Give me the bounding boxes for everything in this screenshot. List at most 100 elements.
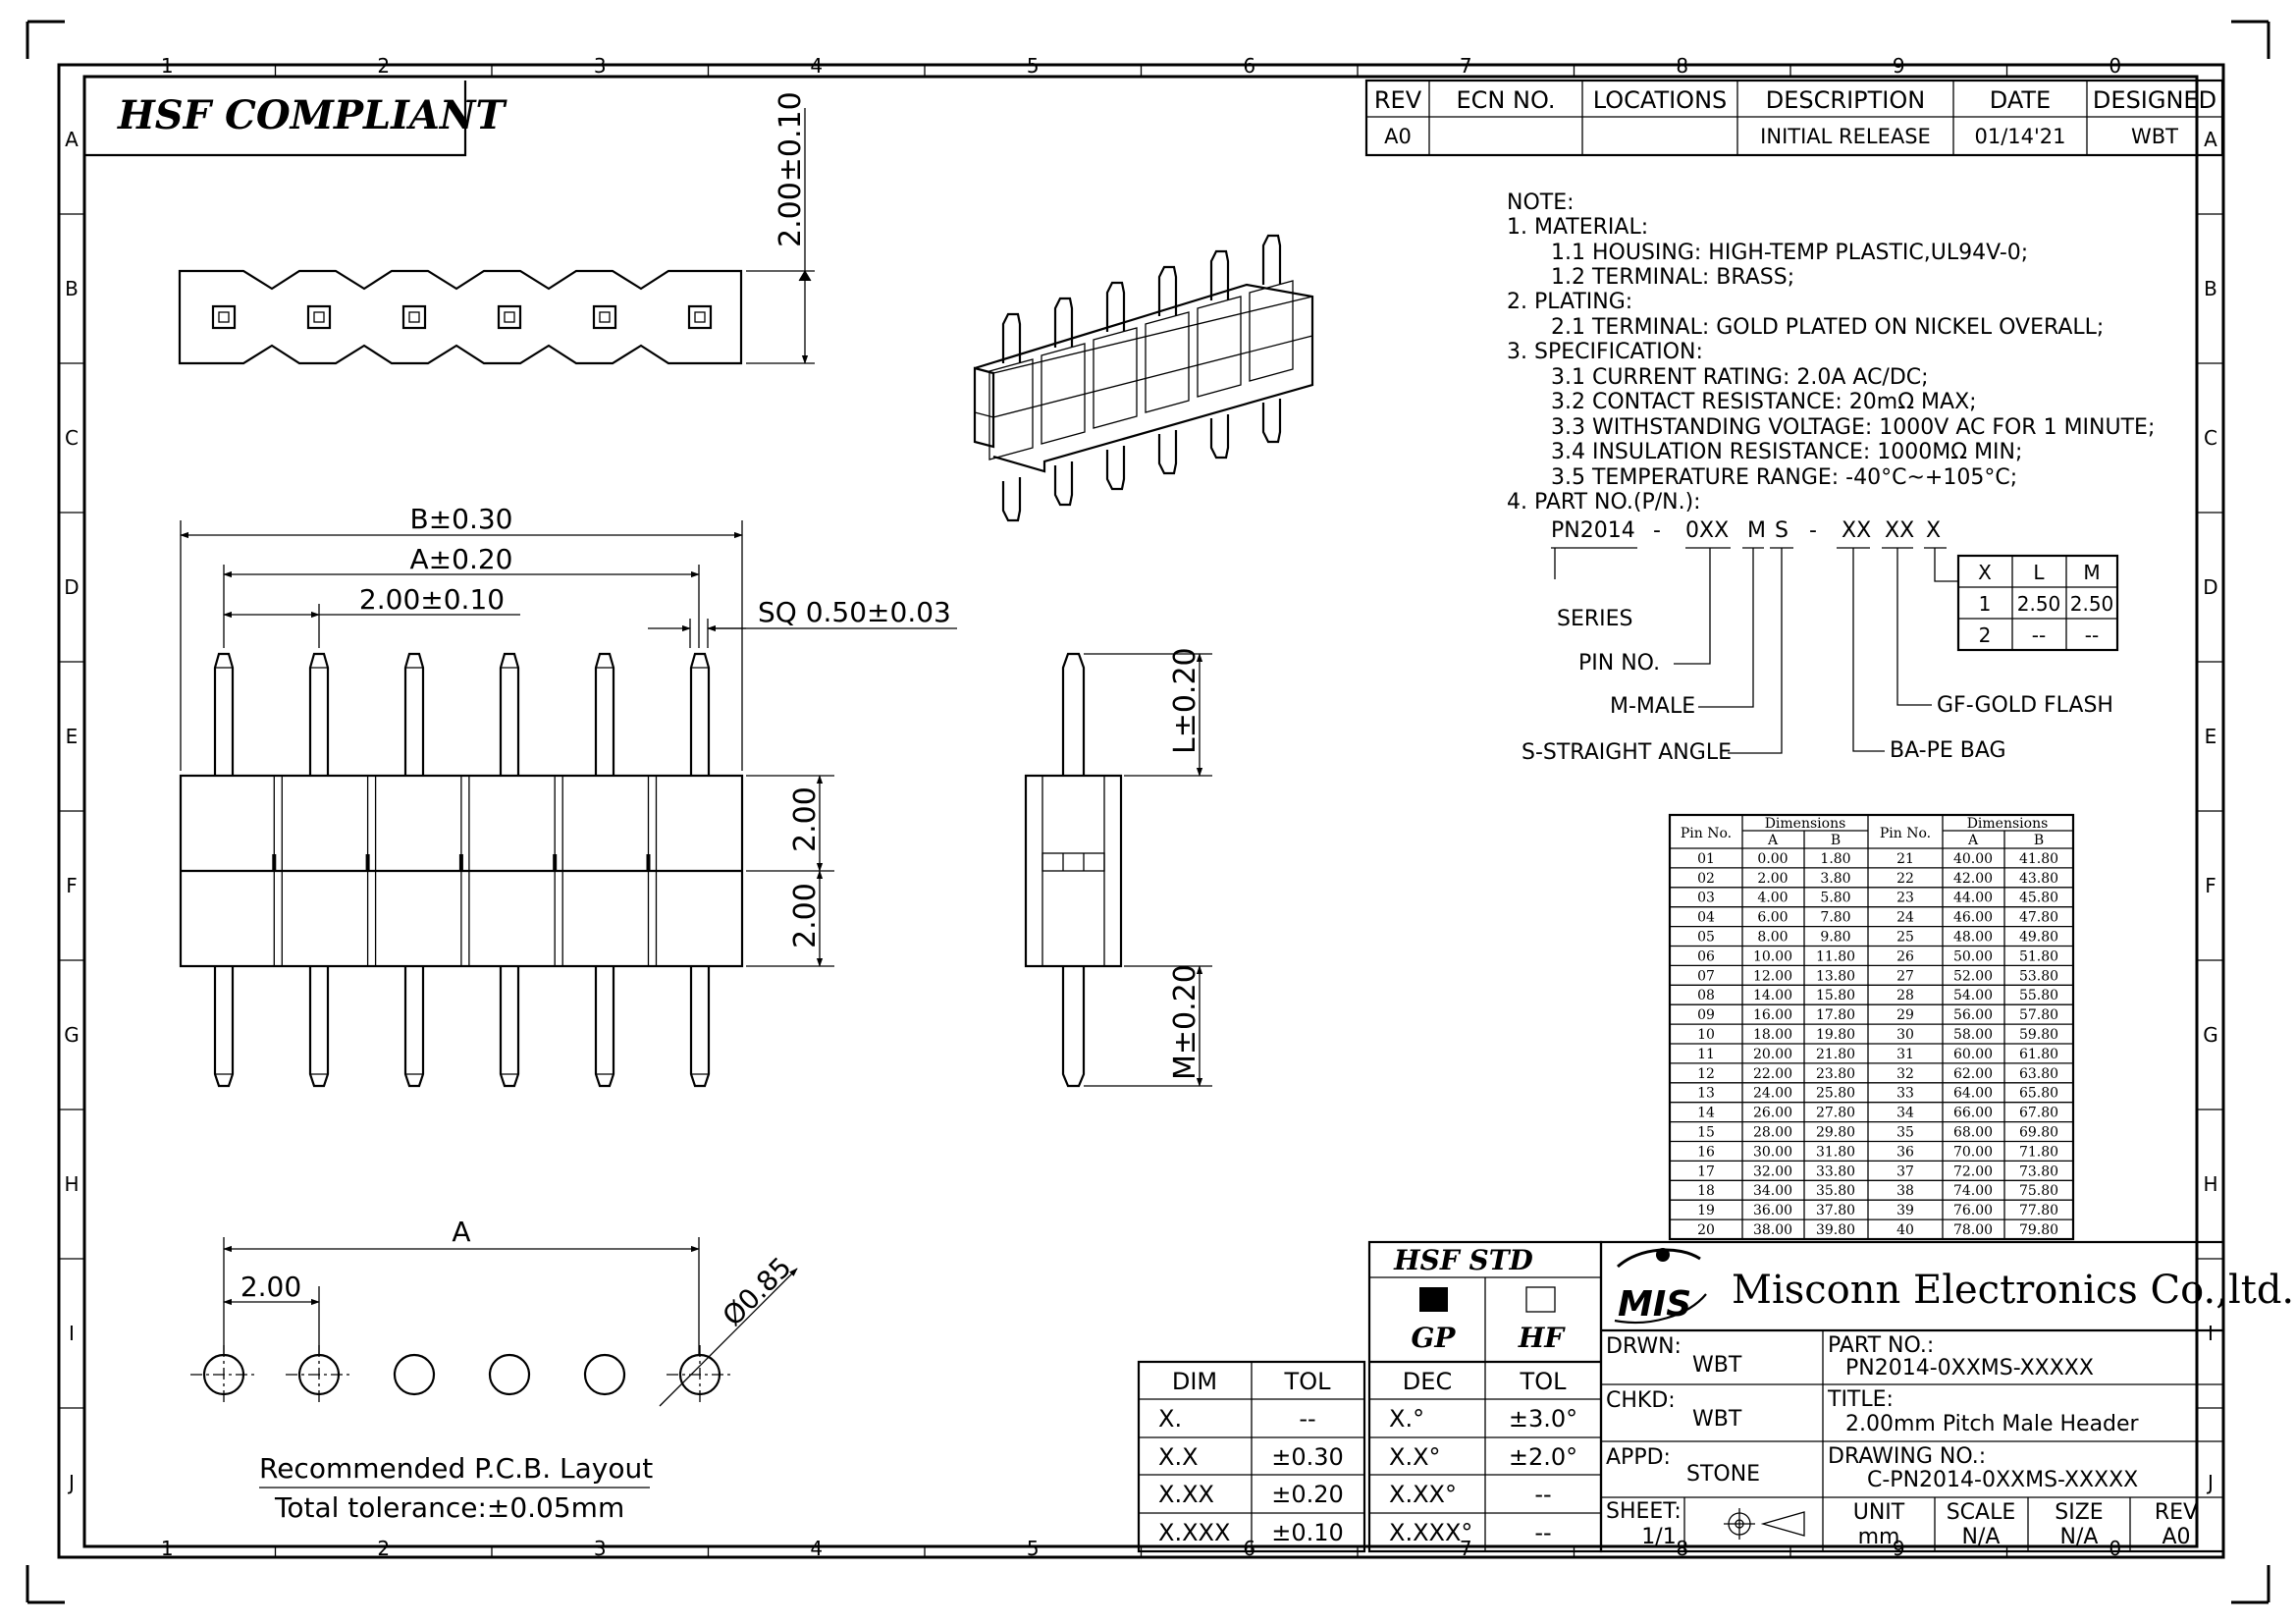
iso-pin-top xyxy=(1209,249,1230,300)
tol-value: ±0.30 xyxy=(1271,1443,1344,1471)
front-view-dimensions: B±0.30 A±0.20 2.00±0.10 SQ 0.50±0.03 2.0… xyxy=(180,503,957,967)
pin-table-header-pin-2: Pin No. xyxy=(1880,826,1931,841)
front-pin-upper xyxy=(499,652,520,776)
hsf-std-block: HSF STD GP HF DEC TOL X.° ±3.0° X.X° ±2.… xyxy=(1367,1240,1603,1553)
pin-table-cell: 02 xyxy=(1697,871,1715,887)
pin-table-cell: 60.00 xyxy=(1953,1047,1993,1062)
drwn-value: WBT xyxy=(1692,1353,1742,1378)
pin-table-cell: 50.00 xyxy=(1953,948,1993,964)
pin-table-cell: 65.80 xyxy=(2019,1086,2058,1102)
pn-seg-straight: S xyxy=(1775,518,1789,543)
top-pin-inner xyxy=(694,311,706,323)
iso-pin-top xyxy=(1261,234,1282,285)
company-name: Misconn Electronics Co.,ltd. xyxy=(1732,1268,2294,1313)
pin-table-header-a: A xyxy=(1767,833,1779,848)
frame-col-label: 3 xyxy=(594,54,607,78)
pcb-hole xyxy=(393,1353,436,1396)
pn-seg-bag: XX xyxy=(1842,518,1871,543)
pn-seg-dash2: - xyxy=(1809,518,1817,543)
pin-table-cell: 1.80 xyxy=(1820,851,1850,867)
gp-checkbox-filled xyxy=(1419,1287,1448,1312)
pcb-dim-a-label: A xyxy=(452,1216,470,1248)
pcb-hole xyxy=(583,1353,626,1396)
side-view: L±0.20 M±0.20 xyxy=(1024,647,1212,1088)
frame-col-label: 7 xyxy=(1460,1537,1472,1560)
pin-table-cell: 3.80 xyxy=(1820,871,1850,887)
front-pin-lower xyxy=(499,966,520,1088)
pin-table-cell: 11.80 xyxy=(1816,948,1855,964)
part-number-leaders xyxy=(1551,547,1959,754)
part-number-labels: SERIES PIN NO. M-MALE S-STRAIGHT ANGLE B… xyxy=(1522,607,2113,765)
company-logo: MIS xyxy=(1614,1248,1707,1325)
iso-housing-cell xyxy=(988,358,1034,460)
unit-label: UNIT xyxy=(1853,1500,1905,1525)
front-pin-upper xyxy=(308,652,330,776)
front-view-pins xyxy=(213,652,711,1088)
pcb-hole-label: Ø0.85 xyxy=(717,1251,798,1332)
pin-table-cell: 31 xyxy=(1896,1047,1914,1062)
iso-pin-bottom xyxy=(1001,477,1022,522)
tol-value: -- xyxy=(1299,1405,1315,1433)
pin-table-cell: 11 xyxy=(1697,1047,1715,1062)
drawing-no-value: C-PN2014-0XXMS-XXXXX xyxy=(1867,1468,2138,1492)
pn-seg-option: X xyxy=(1926,518,1941,543)
appd-value: STONE xyxy=(1686,1462,1760,1487)
chkd-value: WBT xyxy=(1692,1407,1742,1432)
opt-cell: -- xyxy=(2032,623,2046,647)
pin-table-cell: 35 xyxy=(1896,1125,1914,1141)
rev-header-ecn: ECN NO. xyxy=(1456,86,1555,114)
pin-table-cell: 74.00 xyxy=(1953,1183,1993,1199)
frame-col-label: 5 xyxy=(1027,54,1040,78)
frame-col-label: 8 xyxy=(1676,54,1688,78)
size-value: N/A xyxy=(2060,1525,2099,1549)
frame-col-label: 3 xyxy=(594,1537,607,1560)
part-no-label: PART NO.: xyxy=(1828,1333,1934,1358)
opt-cell: 2 xyxy=(1979,623,1992,647)
frame-col-label: 0 xyxy=(2109,54,2121,78)
tol-dim: X. xyxy=(1158,1405,1182,1433)
tol-header-tol-2: TOL xyxy=(1520,1368,1568,1395)
pin-table-cell: 36 xyxy=(1896,1144,1914,1160)
frame-col-label: 1 xyxy=(161,1537,174,1560)
pcb-caption: Recommended P.C.B. Layout xyxy=(259,1452,653,1485)
frame-col-label: 5 xyxy=(1027,1537,1040,1560)
part-number-diagram: PN2014 - 0XX M S - XX XX X xyxy=(1551,518,1941,543)
title-block: MIS Misconn Electronics Co.,ltd. DRWN: W… xyxy=(1599,1240,2294,1553)
isometric-view xyxy=(973,234,1314,522)
pin-table-cell: 03 xyxy=(1697,891,1715,906)
projection-symbol-icon xyxy=(1724,1508,1805,1540)
side-housing xyxy=(1024,774,1123,968)
pin-table-cell: 13.80 xyxy=(1816,968,1855,984)
pin-table-cell: 71.80 xyxy=(2019,1144,2058,1160)
front-pin-lower xyxy=(308,966,330,1088)
tol-dim: X.XXX xyxy=(1158,1519,1230,1546)
tol-value: ±0.20 xyxy=(1271,1481,1344,1508)
pin-table-cell: 38.00 xyxy=(1753,1222,1792,1238)
pin-table-cell: 33.80 xyxy=(1816,1164,1855,1179)
unit-value: mm xyxy=(1858,1525,1900,1549)
front-pin-lower xyxy=(689,966,711,1088)
dim-height-top: 2.00±0.10 xyxy=(746,91,815,364)
note-line-2: 1.1 HOUSING: HIGH-TEMP PLASTIC,UL94V-0; xyxy=(1551,241,2028,265)
pin-table-cell: 72.00 xyxy=(1953,1164,1993,1179)
pin-table-cell: 10 xyxy=(1697,1027,1715,1043)
opt-cell: 1 xyxy=(1979,592,1992,616)
pin-table-cell: 23 xyxy=(1896,891,1914,906)
isometric-pins xyxy=(988,234,1294,522)
pin-table-cell: 12.00 xyxy=(1753,968,1792,984)
pin-table-cell: 66.00 xyxy=(1953,1106,1993,1121)
pin-table-cell: 0.00 xyxy=(1757,851,1788,867)
pin-table-cell: 18 xyxy=(1697,1183,1715,1199)
pin-table-cell: 76.00 xyxy=(1953,1203,1993,1218)
note-line-9: 3.3 WITHSTANDING VOLTAGE: 1000V AC FOR 1… xyxy=(1551,415,2155,440)
pin-table-cell: 30.00 xyxy=(1753,1144,1792,1160)
pin-table-cell: 35.80 xyxy=(1816,1183,1855,1199)
pin-table-cell: 27 xyxy=(1896,968,1914,984)
pin-table-cell: 22 xyxy=(1896,871,1914,887)
rev-header-designed: DESIGNED xyxy=(2093,86,2216,114)
top-view-housing xyxy=(178,269,743,365)
front-housing-notch xyxy=(646,854,651,871)
pin-table-cell: 69.80 xyxy=(2019,1125,2058,1141)
front-housing-notch xyxy=(272,854,277,871)
